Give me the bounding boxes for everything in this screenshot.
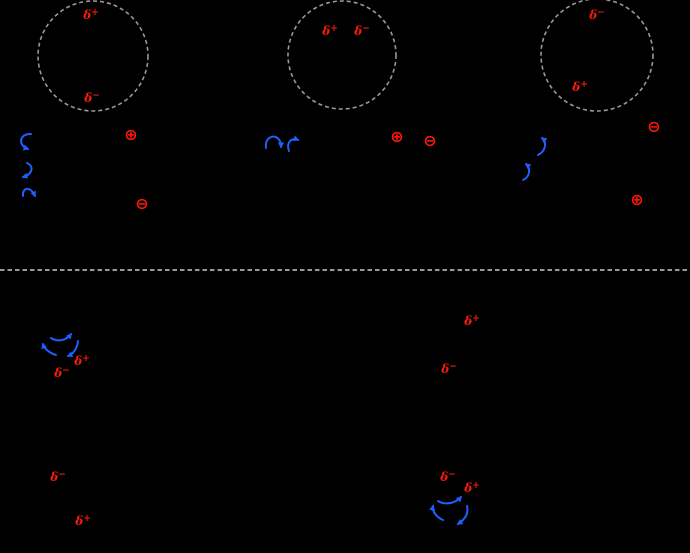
formal-charge-plus-icon: ⊕ [630, 190, 643, 209]
partial-charge-delta-plus: δ+ [571, 80, 588, 94]
partial-charge-delta-plus: δ+ [463, 481, 480, 495]
curved-arrow-icon [66, 340, 79, 358]
curved-arrow-icon [287, 135, 300, 152]
curved-arrow-icon [429, 504, 444, 521]
curved-arrow-icon [537, 137, 548, 156]
curved-arrow-icon [522, 163, 532, 181]
formal-charge-minus-icon: ⊖ [135, 194, 148, 213]
curved-arrow-icon [20, 132, 32, 151]
curved-arrow-icon [456, 505, 469, 525]
formal-charge-plus-icon: ⊕ [390, 127, 403, 146]
electron-arrows [20, 132, 548, 525]
formal-charge-minus-icon: ⊖ [423, 131, 436, 150]
dashed-circle-right [540, 0, 654, 112]
partial-charge-delta-plus: δ+ [82, 8, 99, 22]
partial-charge-delta-minus: δ− [83, 91, 100, 105]
dashed-regions [0, 0, 690, 271]
formal-charges: ⊕ ⊖ ⊕ ⊖ ⊖ ⊕ [124, 117, 660, 213]
partial-charges: δ+ δ− δ+ δ− δ− δ+ δ+ δ− δ+ δ− δ− δ+ δ− δ… [49, 8, 605, 528]
formal-charge-minus-icon: ⊖ [647, 117, 660, 136]
partial-charge-delta-plus: δ+ [463, 314, 480, 328]
partial-charge-delta-minus: δ− [53, 366, 70, 380]
partial-charge-delta-minus: δ− [588, 8, 605, 22]
partial-charge-delta-plus: δ+ [321, 24, 338, 38]
dashed-circle-left [37, 0, 149, 112]
curved-arrow-icon [437, 495, 462, 505]
curved-arrow-icon [21, 162, 33, 179]
partial-charge-delta-plus: δ+ [73, 354, 90, 368]
partial-charge-delta-minus: δ− [353, 24, 370, 38]
curved-arrow-icon [41, 342, 57, 356]
curved-arrow-icon [264, 135, 284, 149]
partial-charge-delta-minus: δ− [49, 470, 66, 484]
partial-charge-delta-plus: δ+ [74, 514, 91, 528]
partial-charge-delta-minus: δ− [439, 470, 456, 484]
partial-charge-delta-minus: δ− [440, 362, 457, 376]
dashed-circle-middle [287, 0, 397, 110]
curved-arrow-icon [21, 187, 36, 198]
curved-arrow-icon [50, 332, 72, 342]
formal-charge-plus-icon: ⊕ [124, 125, 137, 144]
